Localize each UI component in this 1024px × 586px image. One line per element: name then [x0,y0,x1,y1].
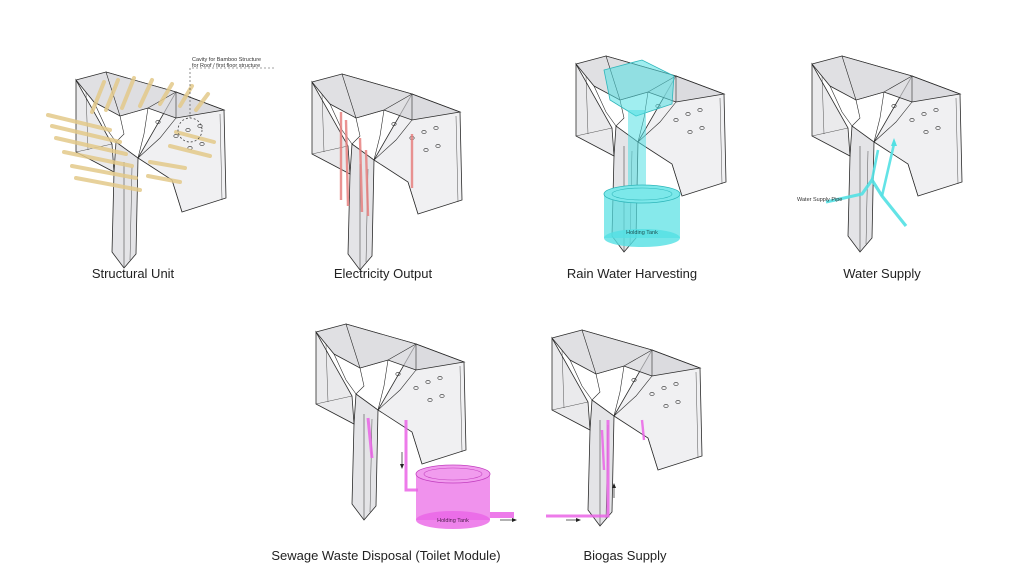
biogas-up-arrowhead [612,483,616,488]
caption-rain-water-harvesting: Rain Water Harvesting [566,266,698,281]
panel-water-supply: Water Supply Pipe [797,55,963,253]
holding-tank-sewage [415,464,491,529]
electricity-shell [311,73,463,271]
caption-biogas-supply: Biogas Supply [583,548,667,563]
sewage-out-arrowhead [512,518,517,522]
caption-structural-unit: Structural Unit [91,266,175,281]
biogas-riser [600,429,606,471]
caption-sewage-disposal: Sewage Waste Disposal (Toilet Module) [271,548,501,563]
rain-collector-volume [603,59,675,117]
sewage-flow-arrowhead [400,464,404,469]
water-riser-1 [870,149,880,181]
rain-downpipe [628,110,646,200]
annotation-cavity-line2: for Roof / first floor structure [192,63,260,69]
annotation-leader [189,67,276,118]
panel-sewage-disposal: Holding Tank [315,323,517,529]
water-shell [811,55,963,253]
panel-structural-unit: Cavity for Bamboo Structure for Roof / f… [46,57,276,269]
water-riser-2 [880,143,896,197]
sewage-tank-label: Holding Tank [437,518,469,524]
panel-electricity-output [311,73,463,271]
panel-rain-water-harvesting: Holding Tank [575,55,727,253]
biogas-outlet [640,419,646,441]
water-flow-arrowhead [891,138,897,146]
biogas-supply-pipe [546,420,610,518]
biogas-flow-arrowhead [576,518,581,522]
sewage-drop-pipe [366,417,374,459]
caption-electricity-output: Electricity Output [333,266,433,281]
sewage-inlet-pipe [404,420,418,492]
panel-biogas-supply [546,329,703,527]
electric-conduits [339,112,414,217]
sewage-outlet-pipe [490,512,514,518]
annotation-cavity-line1: Cavity for Bamboo Structure [192,57,261,63]
biogas-shell [551,329,703,527]
caption-water-supply: Water Supply [843,266,921,281]
water-supply-pipe-label: Water Supply Pipe [797,197,842,203]
rain-tank-label: Holding Tank [626,230,658,236]
holding-tank-water [603,184,681,247]
